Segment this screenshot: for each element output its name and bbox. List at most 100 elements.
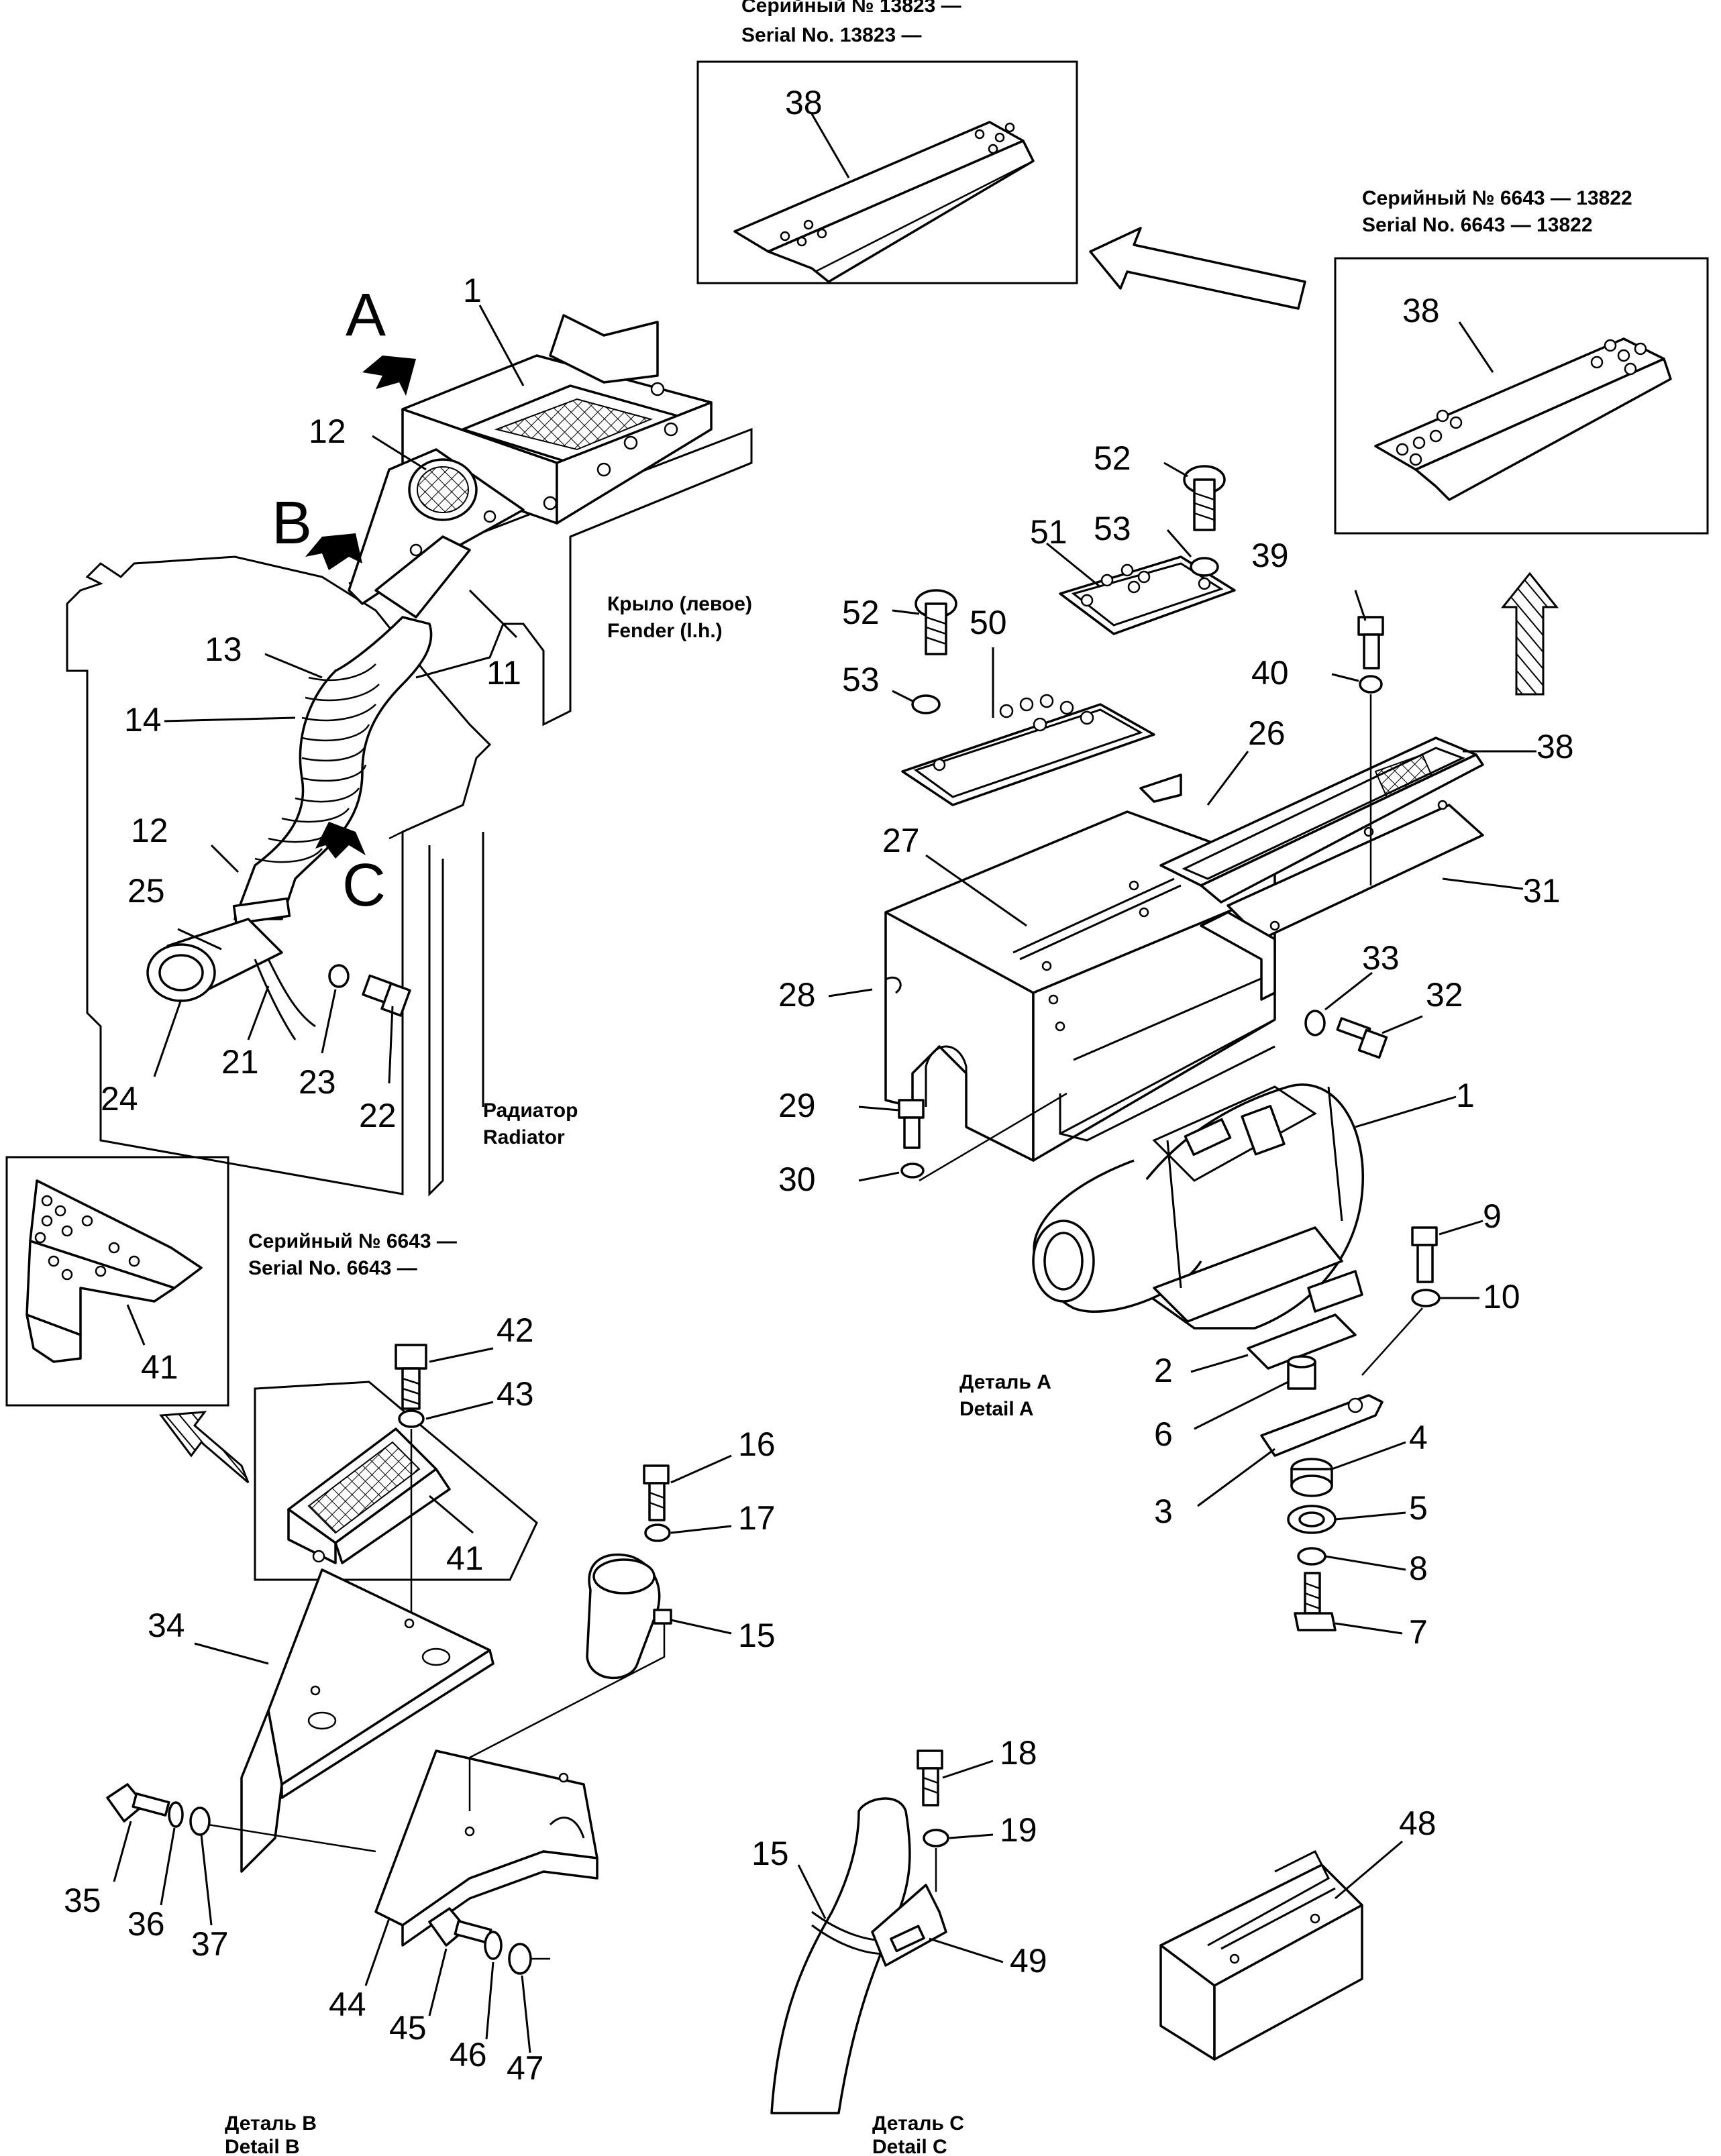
bracket-41-variant bbox=[25, 1179, 203, 1363]
toolbox-48 bbox=[1159, 1849, 1363, 2061]
washer-46 bbox=[484, 1931, 503, 1960]
callout-30: 30 bbox=[778, 1161, 816, 1198]
callout-37: 37 bbox=[191, 1925, 229, 1963]
bolt-32 bbox=[1336, 1017, 1388, 1059]
callout-4: 4 bbox=[1409, 1419, 1428, 1456]
view-arrow-b bbox=[305, 533, 362, 570]
detail-c bbox=[770, 1749, 949, 2114]
serial-13823-en-caption: Serial No. 13823 — bbox=[741, 24, 921, 46]
callout-12-lower: 12 bbox=[131, 812, 168, 849]
callout-53-right: 53 bbox=[1094, 510, 1131, 547]
bracket-34 bbox=[240, 1568, 494, 1873]
leaders-left-assembly bbox=[153, 305, 525, 1084]
side-plate bbox=[1200, 911, 1276, 1001]
serial-6643-13822-ru-caption: Серийный № 6643 — 13822 bbox=[1362, 187, 1632, 209]
serial-6643-en-caption: Serial No. 6643 — bbox=[248, 1257, 417, 1279]
callout-45: 45 bbox=[389, 2009, 427, 2047]
fender-ru-caption: Крыло (левое) bbox=[607, 593, 752, 615]
callout-15-detail-c: 15 bbox=[751, 1835, 789, 1872]
bolt-42 bbox=[395, 1344, 427, 1410]
callout-13: 13 bbox=[205, 631, 242, 668]
leader-41-inset bbox=[126, 1304, 146, 1346]
callout-17: 17 bbox=[738, 1499, 776, 1537]
washer-17 bbox=[644, 1523, 671, 1542]
callout-52-left: 52 bbox=[842, 594, 880, 631]
bracket-38-variant-6643-13822 bbox=[1374, 337, 1672, 501]
washer-19 bbox=[923, 1829, 949, 1847]
inset-serial-13823: Серийный № 13823 — Serial No. 13823 — 38 bbox=[696, 0, 1078, 284]
fender-lh: Крыло (левое) Fender (l.h.) bbox=[348, 427, 753, 726]
callout-49: 49 bbox=[1010, 1942, 1047, 1980]
axis-line-16 bbox=[468, 1623, 666, 1811]
callout-10: 10 bbox=[1483, 1278, 1520, 1315]
callout-40: 40 bbox=[1251, 654, 1289, 692]
callout-32: 32 bbox=[1426, 976, 1463, 1014]
view-letter-b: B bbox=[272, 490, 312, 557]
inset-frame-13823 bbox=[696, 60, 1078, 284]
washer-30 bbox=[900, 1163, 925, 1179]
radiator-assembly bbox=[66, 555, 492, 1197]
callout-25: 25 bbox=[127, 872, 165, 910]
callout-38-top: 38 bbox=[785, 84, 823, 121]
bolt-22 bbox=[362, 974, 411, 1017]
inset-serial-6643-13822: Серийный № 6643 — 13822 Serial No. 6643 … bbox=[1334, 187, 1709, 535]
callout-28: 28 bbox=[778, 976, 816, 1014]
callout-16: 16 bbox=[738, 1425, 776, 1463]
callout-6: 6 bbox=[1154, 1415, 1173, 1453]
bracket-38-variant-13823 bbox=[733, 121, 1035, 283]
washer-43 bbox=[398, 1409, 425, 1428]
leaders-detail-c bbox=[797, 1760, 1004, 1963]
detail-b-ru-caption: Деталь B bbox=[225, 2112, 317, 2135]
callout-12-upper: 12 bbox=[309, 413, 346, 450]
bolt-52-left bbox=[915, 589, 957, 655]
callout-35: 35 bbox=[64, 1882, 101, 1919]
callout-31: 31 bbox=[1523, 872, 1561, 910]
serial-6643-13822-en-caption: Serial No. 6643 — 13822 bbox=[1362, 214, 1593, 236]
view-letter-a: A bbox=[346, 282, 386, 349]
axis-line-9 bbox=[1361, 1307, 1423, 1376]
callout-22: 22 bbox=[359, 1097, 397, 1134]
pad-2 bbox=[1247, 1313, 1357, 1370]
callout-50: 50 bbox=[970, 604, 1007, 641]
detail-c-en-caption: Detail C bbox=[872, 2136, 947, 2156]
duct-bracket-11-12 bbox=[348, 448, 525, 618]
callout-27: 27 bbox=[882, 822, 920, 859]
bolt-29 bbox=[898, 1099, 925, 1149]
callout-21: 21 bbox=[221, 1043, 259, 1081]
washer-47 bbox=[508, 1943, 532, 1975]
washer-8 bbox=[1297, 1547, 1326, 1566]
washer-23 bbox=[328, 964, 350, 988]
leaders-detail-a bbox=[828, 462, 1536, 1635]
callout-46: 46 bbox=[450, 2036, 487, 2073]
detail-c-ru-caption: Деталь C bbox=[872, 2112, 964, 2135]
heater-core-1 bbox=[1032, 1083, 1364, 1330]
detail-b-en-caption: Detail B bbox=[225, 2136, 300, 2156]
washer-10 bbox=[1411, 1289, 1441, 1307]
callout-34: 34 bbox=[148, 1607, 185, 1644]
callout-53-left: 53 bbox=[842, 661, 880, 698]
inset-serial-6643: 41 bbox=[5, 1156, 229, 1407]
washer-37 bbox=[189, 1807, 211, 1836]
callout-52-right: 52 bbox=[1094, 439, 1131, 477]
flex-hose-13-14 bbox=[232, 616, 433, 925]
inset-frame-6643-13822 bbox=[1334, 257, 1709, 535]
callout-9: 9 bbox=[1483, 1197, 1502, 1235]
transfer-arrow-to-13823 bbox=[1089, 227, 1306, 310]
callout-44: 44 bbox=[329, 1986, 366, 2023]
washer-36 bbox=[168, 1801, 184, 1828]
mount-4 bbox=[1290, 1458, 1333, 1497]
leader-38-13823 bbox=[811, 113, 850, 178]
bolt-39 bbox=[1357, 616, 1384, 669]
bolt-52-right bbox=[1183, 465, 1226, 531]
hatched-arrow-up bbox=[1500, 572, 1559, 696]
serial-6643-ru-caption: Серийный № 6643 — bbox=[248, 1230, 457, 1252]
callout-8: 8 bbox=[1409, 1550, 1428, 1587]
bracket-38-on-housing bbox=[1159, 737, 1484, 940]
callout-51: 51 bbox=[1030, 513, 1067, 551]
bolt-7 bbox=[1294, 1572, 1337, 1631]
callout-2: 2 bbox=[1154, 1352, 1173, 1389]
inset-frame-6643 bbox=[5, 1156, 229, 1407]
callout-47: 47 bbox=[507, 2049, 544, 2087]
leader-48 bbox=[1335, 1840, 1403, 1900]
